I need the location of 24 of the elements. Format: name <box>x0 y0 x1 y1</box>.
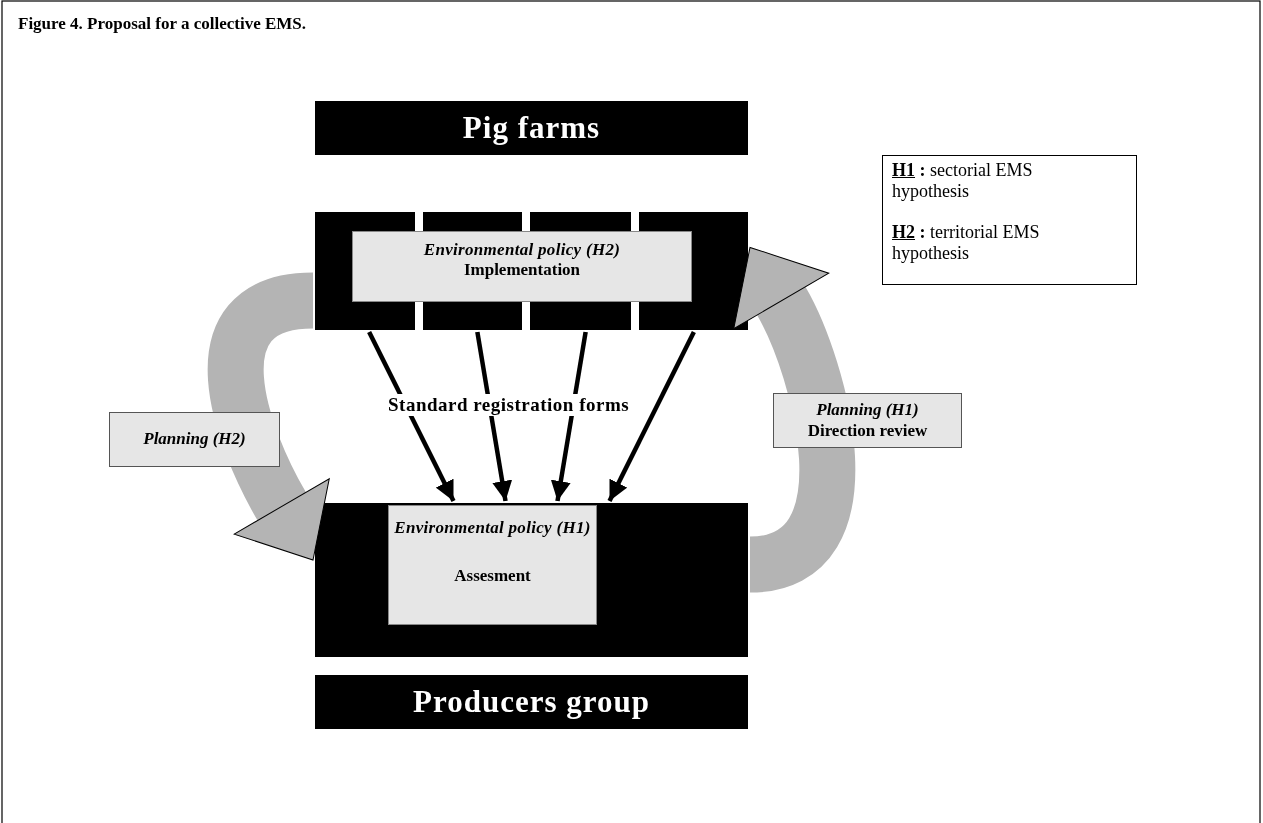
curved-block-arrow <box>731 245 855 593</box>
note-text: H2 : territorial EMS hypothesis <box>892 222 1041 264</box>
group-block <box>315 503 748 657</box>
figure-title: Figure 4. Proposal for a collective EMS. <box>18 14 306 34</box>
policy-box <box>388 505 597 625</box>
bar-title: Pig farms <box>462 110 601 146</box>
policy-text: Assesment <box>454 566 531 586</box>
arrow <box>367 331 456 502</box>
arrow <box>607 331 696 502</box>
footer-bar <box>315 675 748 729</box>
note-box <box>882 155 1137 285</box>
curved-block-arrow <box>208 272 331 562</box>
bar-title: Producers group <box>413 684 650 720</box>
header-bar <box>315 101 748 155</box>
policy-text: Implementation <box>463 260 581 280</box>
edge-label: Planning (H2) <box>109 412 280 467</box>
farm-band <box>315 212 748 330</box>
note-text: H1 : sectorial EMS hypothesis <box>892 160 1034 202</box>
arrow <box>475 331 513 502</box>
policy-heading: Environmental policy (H2) <box>423 240 621 260</box>
arrow <box>550 331 588 502</box>
policy-heading: Environmental policy (H1) <box>394 518 591 538</box>
edge-label: Planning (H1) Direction review <box>773 393 962 448</box>
policy-box <box>352 231 692 302</box>
